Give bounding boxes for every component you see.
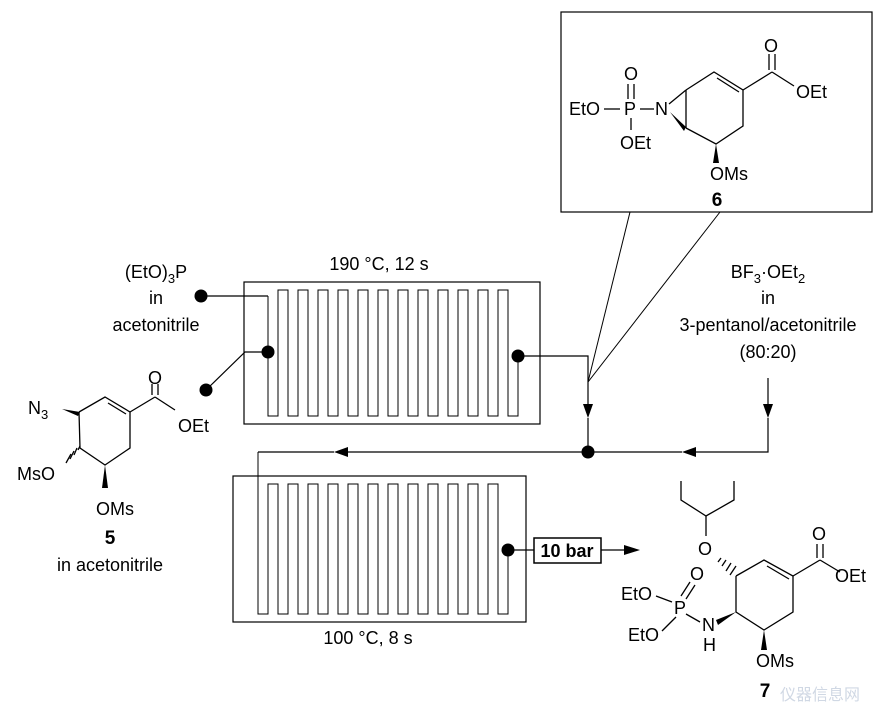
c5-ester-o-label: O — [148, 368, 162, 388]
bf3-line — [696, 418, 769, 453]
c7-eto2-label: EtO — [628, 625, 659, 645]
left-arrow-icon — [682, 447, 696, 457]
bf3-ratio-label: (80:20) — [739, 342, 796, 362]
c7-ester-o-label: O — [812, 524, 826, 544]
reactor-2-label: 100 °C, 8 s — [323, 628, 412, 648]
watermark-text: 仪器信息网 — [780, 686, 860, 704]
c7-eto1-label: EtO — [621, 584, 652, 604]
c5-oet-label: OEt — [178, 416, 209, 436]
down-arrow-icon — [583, 404, 593, 418]
c5-oms-label: OMs — [96, 499, 134, 519]
c7-n-label: N — [702, 615, 715, 635]
c6-ester-o-label: O — [764, 36, 778, 56]
c7-p-oxo-label: O — [690, 564, 704, 584]
compound-5-structure: N3 O OEt MsO OMs — [17, 368, 209, 519]
reactor-2-channel — [257, 452, 509, 615]
c6-p-oxo-label: O — [624, 64, 638, 84]
compound-7-number: 7 — [760, 681, 771, 702]
right-arrow-icon — [624, 545, 640, 555]
inset-callout-line — [587, 211, 721, 383]
compound-5-number: 5 — [105, 528, 116, 549]
reactor-1-label: 190 °C, 12 s — [329, 254, 428, 274]
reactor-2-frame — [232, 475, 527, 623]
c6-oms-label: OMs — [710, 164, 748, 184]
bf3-solvent-label: 3-pentanol/acetonitrile — [679, 315, 856, 335]
compound-6-number: 6 — [712, 190, 723, 211]
intermediate-inset — [560, 11, 873, 213]
compound-5-caption: in acetonitrile — [57, 555, 163, 575]
c6-p-label: P — [624, 99, 636, 119]
phosphite-formula: (EtO)3P — [125, 262, 187, 286]
c6-n-label: N — [655, 99, 668, 119]
c7-oet-label: OEt — [835, 566, 866, 586]
c7-oms-label: OMs — [756, 651, 794, 671]
c7-p-label: P — [674, 598, 686, 618]
c6-ester-oet-label: OEt — [796, 82, 827, 102]
phosphite-solvent-label: acetonitrile — [112, 315, 199, 335]
compound-6-structure: EtO P O OEt N OMs O OEt — [569, 36, 827, 184]
c5-mso-label: MsO — [17, 464, 55, 484]
reactor-1-channel — [267, 289, 519, 417]
c6-p-oet-label: OEt — [620, 133, 651, 153]
bf3-formula: BF3·OEt2 — [731, 262, 806, 286]
pressure-label: 10 bar — [540, 541, 593, 561]
back-pressure-regulator — [533, 537, 602, 564]
reactor-1-outlet-line — [518, 355, 589, 406]
phosphite-in-label: in — [149, 288, 163, 308]
c7-ether-o-label: O — [698, 539, 712, 559]
left-arrow-icon — [334, 447, 348, 457]
bf3-in-label: in — [761, 288, 775, 308]
azide-feed-line — [205, 351, 268, 391]
down-arrow-icon — [763, 404, 773, 418]
c5-n3-label: N3 — [28, 398, 48, 422]
c6-eto-label: EtO — [569, 99, 600, 119]
mixer-1-dot — [261, 345, 275, 359]
inset-callout-line — [587, 211, 631, 383]
c7-h-label: H — [703, 635, 716, 655]
compound-7-structure: O O OEt N H P O EtO EtO OMs — [621, 481, 866, 671]
